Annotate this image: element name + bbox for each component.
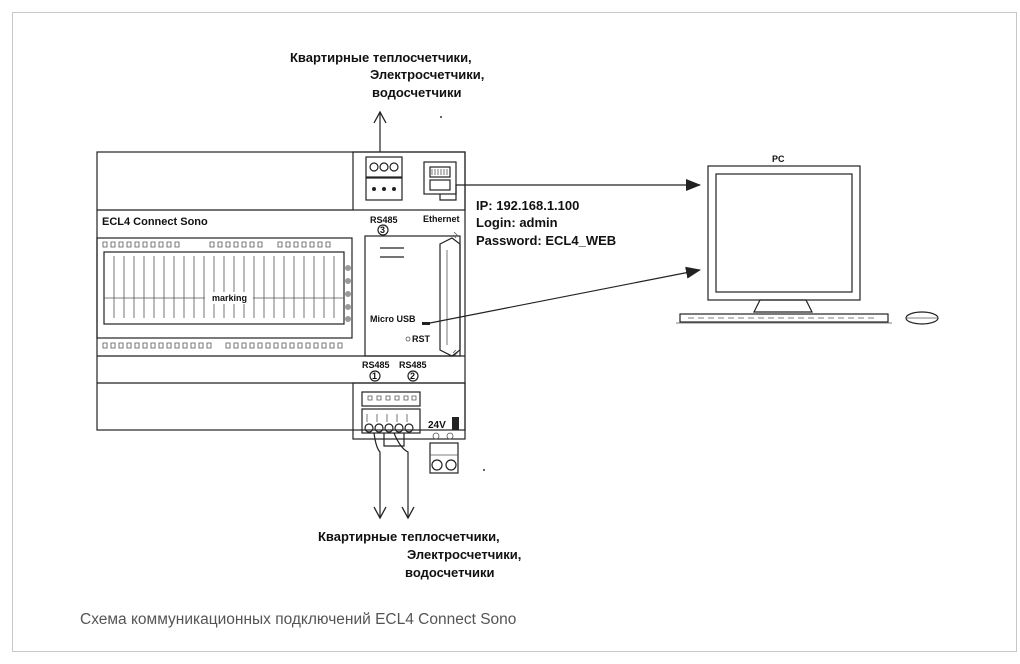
micro-usb-label: Micro USB: [370, 314, 416, 324]
rs485-3-label: RS485: [370, 215, 398, 225]
pc-label: PC: [772, 154, 785, 164]
frame-border: [12, 12, 1017, 652]
bottom-led-row: [102, 342, 343, 349]
meters-top-line1: Квартирные теплосчетчики,: [290, 50, 472, 65]
figure-caption: Схема коммуникационных подключений ECL4 …: [80, 611, 517, 628]
power-connector: [429, 442, 459, 474]
meters-bottom-line3: водосчетчики: [405, 565, 495, 580]
network-info: IP: 192.168.1.100 Login: admin Password:…: [476, 198, 616, 248]
ethernet-label: Ethernet: [423, 214, 460, 224]
micro-usb-port: [422, 322, 430, 325]
login-info: Login: admin: [476, 215, 558, 230]
rst-label: RST: [412, 334, 431, 344]
top-led-row: [102, 241, 331, 248]
ip-address: IP: 192.168.1.100: [476, 198, 579, 213]
rs485-3-num: 3: [380, 225, 385, 235]
rs485-2-label: RS485: [399, 360, 427, 370]
rs485-2-num: 2: [410, 371, 415, 381]
device-name: ECL4 Connect Sono: [102, 216, 208, 228]
ethernet-cable: [439, 179, 701, 201]
password-info: Password: ECL4_WEB: [476, 233, 616, 248]
meters-bottom-label: Квартирные теплосчетчики, Электросчетчик…: [318, 529, 521, 580]
top-terminal-block: [352, 151, 466, 211]
pc-computer: PC: [676, 154, 939, 325]
marking-label: marking: [212, 293, 247, 303]
power-label: 24V: [428, 420, 446, 431]
monitor-stand: [753, 299, 813, 313]
usb-cable: [429, 266, 701, 324]
meters-top-line2: Электросчетчики,: [370, 67, 484, 82]
device-housing: [96, 151, 466, 431]
bottom-cables: [373, 432, 415, 520]
controller-device: ECL4 Connect Sono RS485 3 Ethernet marki…: [96, 151, 466, 474]
pc-monitor: [707, 165, 861, 301]
bottom-terminal-block: [352, 382, 466, 440]
meters-bottom-line2: Электросчетчики,: [407, 547, 521, 562]
meters-bottom-line1: Квартирные теплосчетчики,: [318, 529, 500, 544]
meters-top-line3: водосчетчики: [372, 85, 462, 100]
keyboard: [679, 313, 889, 323]
rs485-1-num: 1: [372, 371, 377, 381]
rs485-1-label: RS485: [362, 360, 390, 370]
display-panel: [96, 237, 353, 339]
meters-top-label: Квартирные теплосчетчики, Электросчетчик…: [290, 50, 484, 100]
